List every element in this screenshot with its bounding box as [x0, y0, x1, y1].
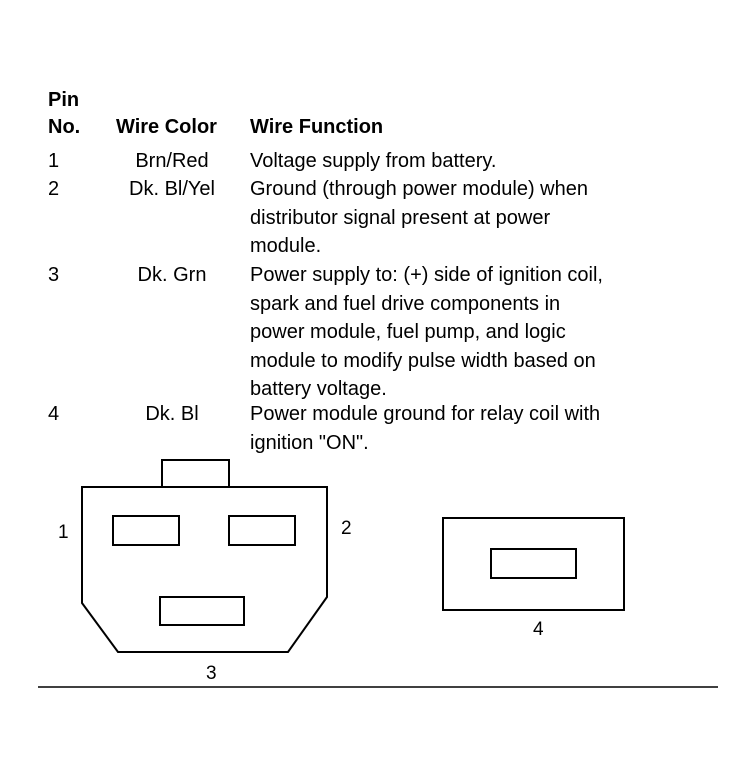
three-pin-connector-body [81, 486, 328, 653]
row-4-wire-color: Dk. Bl [145, 403, 199, 425]
pin-3-label: 3 [206, 663, 217, 684]
terminal-pin-4 [490, 548, 577, 579]
row-2-wire-function: Ground (through power module) when distr… [250, 175, 730, 261]
row-1-pin: 1 [48, 150, 60, 172]
row-4-pin: 4 [48, 403, 60, 425]
terminal-pin-1 [112, 515, 180, 546]
function-line: Voltage supply from battery. [250, 150, 497, 172]
row-1-wire-function: Voltage supply from battery. [250, 147, 730, 176]
terminal-pin-3 [159, 596, 245, 626]
single-pin-connector-body [442, 517, 625, 611]
row-2-wire-color: Dk. Bl/Yel [129, 178, 215, 200]
pin-2-label: 2 [341, 518, 352, 539]
function-line: Power supply to: (+) side of ignition co… [250, 264, 603, 286]
header-pin: Pin [48, 89, 80, 111]
function-line: Power module ground for relay coil with [250, 403, 601, 425]
function-line: power module, fuel pump, and logic [250, 321, 566, 343]
row-2-pin: 2 [48, 178, 60, 200]
function-line: distributor signal present at power [250, 206, 551, 229]
function-line: battery voltage. [250, 378, 387, 400]
row-4-wire-function: Power module ground for relay coil with … [250, 400, 730, 457]
function-line: module. [250, 235, 322, 257]
row-1-wire-color: Brn/Red [135, 150, 209, 172]
header-no: No. [48, 116, 81, 138]
function-line: module to modify pulse width based on [250, 349, 596, 372]
header-wire-color: Wire Color [116, 116, 217, 138]
function-line: Ground (through power module) when [250, 178, 588, 200]
terminal-pin-2 [228, 515, 296, 546]
function-line: ignition "ON". [250, 431, 369, 454]
pin-4-label: 4 [533, 619, 544, 640]
pin-1-label: 1 [58, 522, 69, 543]
header-wire-function: Wire Function [250, 116, 384, 138]
row-3-wire-function: Power supply to: (+) side of ignition co… [250, 261, 730, 404]
connector-lock-tab [161, 459, 230, 487]
function-line: spark and fuel drive components in [250, 292, 561, 315]
row-3-pin: 3 [48, 264, 60, 286]
row-3-wire-color: Dk. Grn [137, 264, 207, 286]
